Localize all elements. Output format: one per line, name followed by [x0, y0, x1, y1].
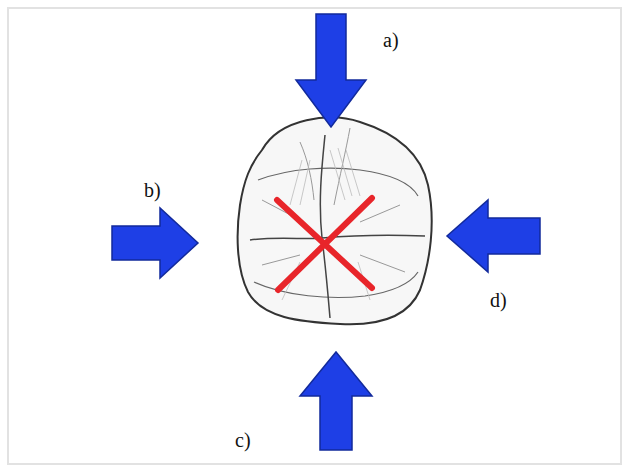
red-cross	[277, 198, 372, 290]
force-arrows	[112, 14, 540, 450]
arrow-up	[300, 352, 372, 450]
callout-letter: c)	[235, 430, 251, 450]
tooth-outline	[238, 118, 432, 325]
arrow-left	[447, 200, 540, 272]
arrow-right	[112, 208, 198, 278]
arrow-down	[296, 14, 366, 127]
cusp-ridge	[258, 168, 418, 196]
groove	[320, 135, 330, 318]
callout-letter: d)	[490, 290, 507, 310]
callout-letter: a)	[383, 30, 399, 50]
frame	[8, 8, 621, 464]
cusp-ridge	[254, 272, 418, 297]
callout-letter: b)	[144, 180, 161, 200]
